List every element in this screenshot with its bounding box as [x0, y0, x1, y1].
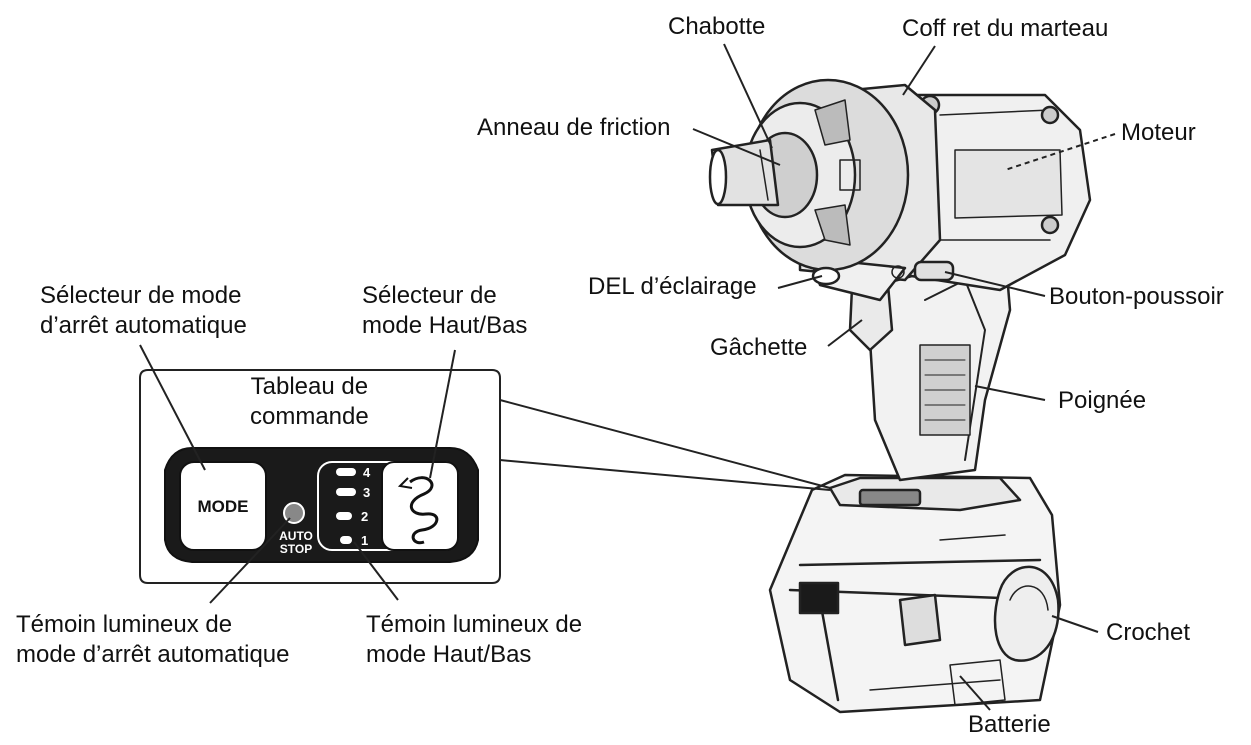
label-coffret-marteau: Coff ret du marteau — [902, 14, 1108, 44]
label-poignee: Poignée — [1058, 386, 1146, 416]
auto-stop-bottom-text: STOP — [280, 542, 312, 556]
level-1-label: 1 — [361, 533, 368, 548]
label-chabotte: Chabotte — [668, 12, 765, 42]
auto-stop-top-text: AUTO — [279, 529, 313, 543]
label-gachette: Gâchette — [710, 333, 807, 363]
label-tableau-commande: Tableau de commande — [250, 372, 369, 432]
level-3-label: 3 — [363, 485, 370, 500]
mode-button-text: MODE — [198, 497, 249, 516]
level-2-label: 2 — [361, 509, 368, 524]
led-shape — [813, 268, 839, 284]
label-batterie: Batterie — [968, 710, 1051, 740]
level-4-label: 4 — [363, 465, 371, 480]
label-temoin-arret-auto: Témoin lumineux de mode d’arrêt automati… — [16, 610, 290, 670]
label-del-eclairage: DEL d’éclairage — [588, 272, 757, 302]
label-anneau-friction: Anneau de friction — [477, 113, 670, 143]
label-selecteur-haut-bas: Sélecteur de mode Haut/Bas — [362, 281, 527, 341]
label-bouton-poussoir: Bouton-poussoir — [1049, 282, 1224, 312]
label-crochet: Crochet — [1106, 618, 1190, 648]
push-button-shape — [915, 262, 953, 280]
label-moteur: Moteur — [1121, 118, 1196, 148]
label-temoin-haut-bas: Témoin lumineux de mode Haut/Bas — [366, 610, 582, 670]
label-selecteur-arret-auto: Sélecteur de mode d’arrêt automatique — [40, 281, 247, 341]
hook — [995, 567, 1058, 661]
